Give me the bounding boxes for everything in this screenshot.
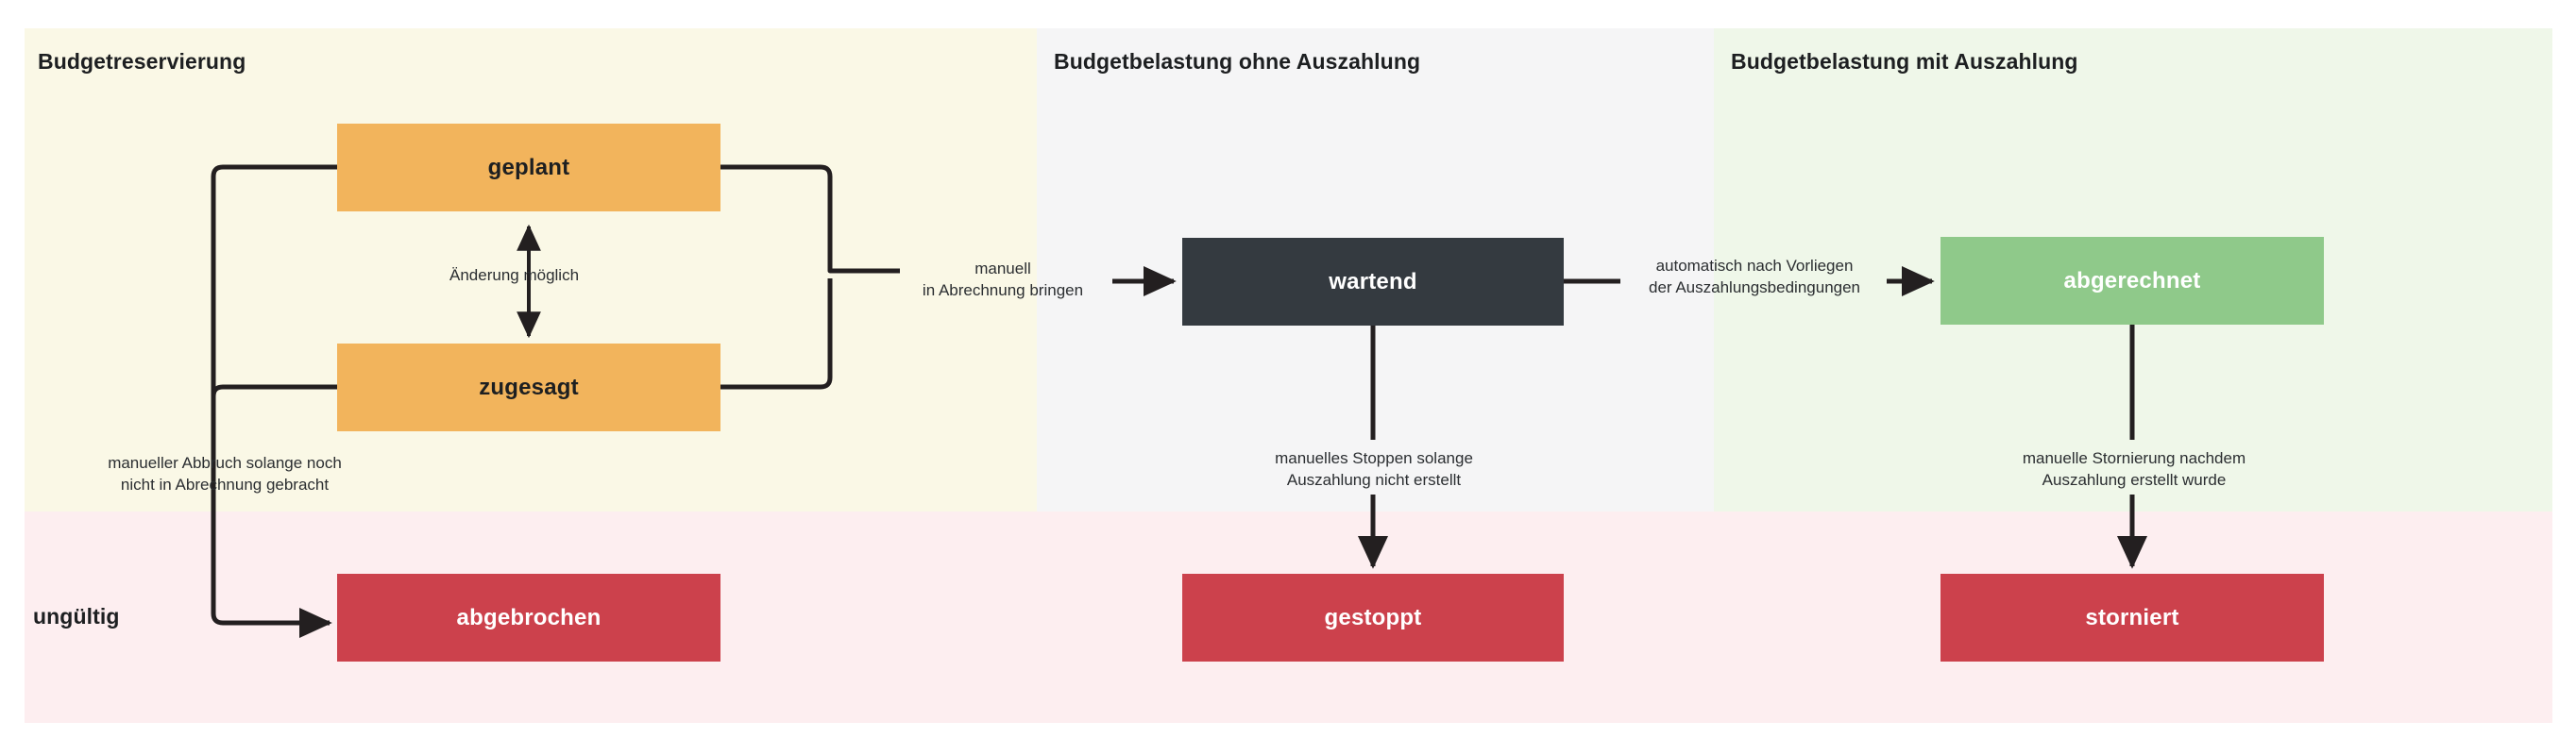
edge-label-aenderung-moeglich: Änderung möglich (449, 265, 579, 287)
node-storniert[interactable]: storniert (1940, 574, 2324, 662)
node-gestoppt[interactable]: gestoppt (1182, 574, 1564, 662)
node-abgerechnet[interactable]: abgerechnet (1940, 237, 2324, 325)
edge-label-line2: in Abrechnung bringen (922, 280, 1084, 299)
edge-label-manuell-in-abrechnung: manuell in Abrechnung bringen (908, 259, 1097, 302)
edge-label-line2: der Auszahlungsbedingungen (1648, 277, 1861, 296)
node-geplant[interactable]: geplant (337, 124, 720, 211)
node-wartend[interactable]: wartend (1182, 238, 1564, 326)
edge-label-line2: Auszahlung erstellt wurde (2042, 470, 2227, 489)
lane-title-reservierung: Budgetreservierung (38, 49, 246, 74)
edge-label-manueller-abbruch: manueller Abbruch solange noch nicht in … (78, 453, 371, 496)
edge-label-line1: manuelles Stoppen solange (1275, 449, 1473, 467)
edge-label-line1: Änderung möglich (449, 266, 580, 284)
edge-label-manuelle-stornierung: manuelle Stornierung nachdem Auszahlung … (2011, 448, 2257, 492)
lane-title-ohne-auszahlung: Budgetbelastung ohne Auszahlung (1054, 49, 1421, 74)
edge-label-automatisch-nach-vorliegen: automatisch nach Vorliegen der Auszahlun… (1622, 256, 1887, 299)
node-zugesagt[interactable]: zugesagt (337, 344, 720, 431)
lane-title-ungueltig: ungültig (33, 604, 120, 629)
edge-label-line1: manuell (974, 260, 1031, 277)
edge-label-manuelles-stoppen: manuelles Stoppen solange Auszahlung nic… (1256, 448, 1492, 492)
edge-label-line2: nicht in Abrechnung gebracht (120, 475, 330, 494)
edge-label-line2: Auszahlung nicht erstellt (1286, 470, 1462, 489)
edge-label-line1: manuelle Stornierung nachdem (2022, 449, 2246, 467)
lane-title-mit-auszahlung: Budgetbelastung mit Auszahlung (1731, 49, 2078, 74)
edge-label-line1: manueller Abbruch solange noch (108, 454, 342, 472)
node-abgebrochen[interactable]: abgebrochen (337, 574, 720, 662)
edge-label-line1: automatisch nach Vorliegen (1655, 257, 1854, 275)
